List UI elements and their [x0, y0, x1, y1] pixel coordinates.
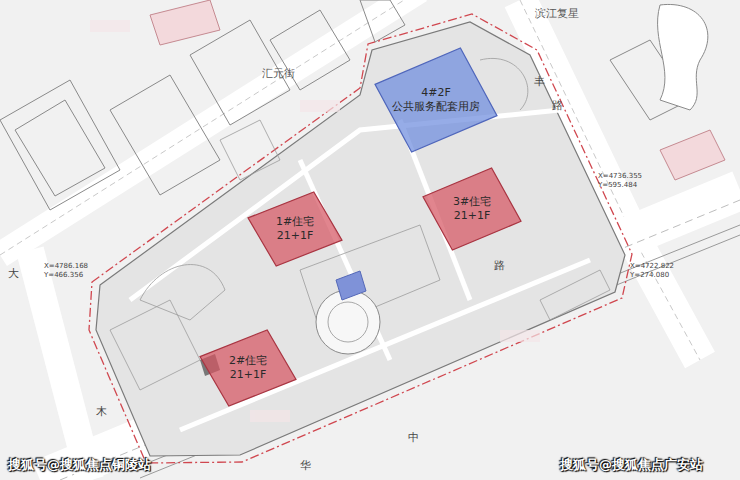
building-label: 公共服务配套用房 — [392, 100, 480, 114]
road-name: 路 — [494, 258, 505, 273]
building-label: 1#住宅 — [276, 215, 314, 229]
building-label: 3#住宅 — [453, 195, 491, 209]
coordinate-label: Y=466.356 — [44, 271, 83, 279]
building-footprint — [423, 168, 521, 250]
road-name: 滨江复星 — [535, 6, 579, 21]
road-name: 丰 — [534, 74, 545, 89]
building-footprint — [248, 192, 342, 266]
building-footprint — [200, 330, 296, 406]
watermark: 搜狐号@搜狐焦点铜陵站 — [8, 456, 151, 474]
residential-building: 2#住宅21+1F — [200, 330, 296, 406]
road-name: 汇元街 — [262, 66, 295, 81]
road-name: 木 — [96, 404, 107, 419]
road-name: 大 — [8, 266, 19, 281]
building-label: 4#2F — [421, 86, 451, 100]
coordinate-label: X=4736.355 — [598, 172, 642, 180]
building-footprint — [375, 48, 497, 152]
coordinate-label: Y=274.080 — [630, 271, 669, 279]
road-name: 路 — [552, 98, 563, 113]
watermark: 搜狐号@搜狐焦点广安站 — [560, 456, 703, 474]
building-label: 2#住宅 — [229, 354, 267, 368]
road-name: 华 — [300, 458, 311, 473]
coordinate-label: X=4722.822 — [630, 262, 674, 270]
service-building: 4#2F公共服务配套用房 — [375, 48, 497, 152]
road-name: 中 — [408, 430, 419, 445]
coordinate-label: Y=595.484 — [598, 181, 637, 189]
residential-building: 1#住宅21+1F — [248, 192, 342, 266]
coordinate-label: X=4786.168 — [44, 262, 88, 270]
building-label: 21+1F — [230, 368, 267, 382]
residential-building: 3#住宅21+1F — [423, 168, 521, 250]
building-label: 21+1F — [454, 209, 491, 223]
building-label: 21+1F — [277, 229, 314, 243]
